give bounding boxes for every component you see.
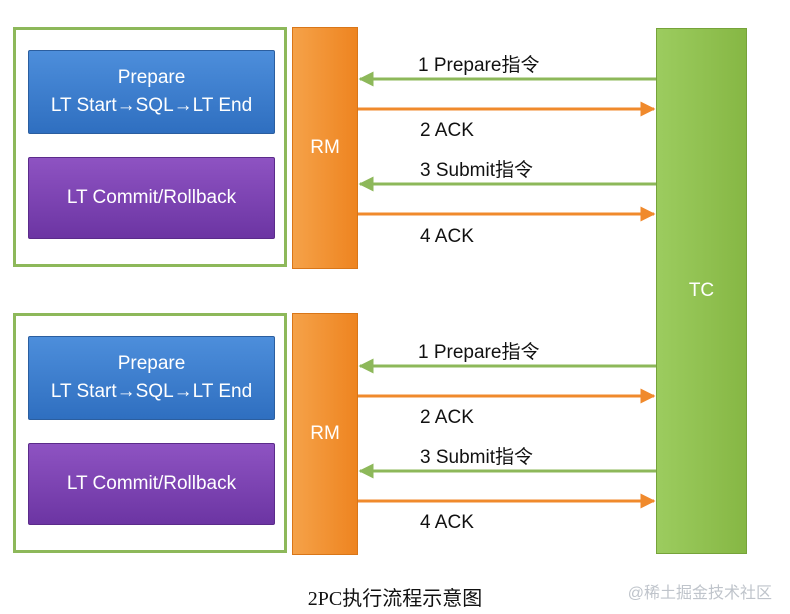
- commit-rollback-box-bottom: LT Commit/Rollback: [28, 443, 275, 525]
- tc-label: TC: [688, 280, 715, 301]
- rm-label-bottom: RM: [310, 423, 340, 444]
- prepare-box-top: Prepare LT Start→SQL→LT End: [28, 50, 275, 134]
- rm-box-top: RM: [292, 27, 358, 269]
- msg-ack2-top: 4 ACK: [420, 226, 474, 247]
- prepare-steps-bottom: LT Start→SQL→LT End: [50, 381, 253, 402]
- msg-submit-bottom: 3 Submit指令: [420, 447, 533, 468]
- msg-ack1-top: 2 ACK: [420, 120, 474, 141]
- msg-ack1-bottom: 2 ACK: [420, 407, 474, 428]
- prepare-title-bottom: Prepare: [117, 353, 186, 374]
- commit-rollback-box-top: LT Commit/Rollback: [28, 157, 275, 239]
- rm-box-bottom: RM: [292, 313, 358, 555]
- prepare-title-top: Prepare: [117, 67, 186, 88]
- msg-prepare-bottom: 1 Prepare指令: [418, 342, 540, 363]
- watermark: @稀土掘金技术社区: [627, 585, 772, 602]
- msg-submit-top: 3 Submit指令: [420, 160, 533, 181]
- prepare-box-bottom: Prepare LT Start→SQL→LT End: [28, 336, 275, 420]
- tc-box: TC: [656, 28, 747, 554]
- msg-prepare-top: 1 Prepare指令: [418, 55, 540, 76]
- msg-ack2-bottom: 4 ACK: [420, 512, 474, 533]
- rm-label-top: RM: [310, 137, 340, 158]
- diagram-caption: 2PC执行流程示意图: [307, 588, 483, 610]
- prepare-steps-top: LT Start→SQL→LT End: [50, 95, 253, 116]
- commit-label-top: LT Commit/Rollback: [66, 187, 237, 208]
- commit-label-bottom: LT Commit/Rollback: [66, 473, 237, 494]
